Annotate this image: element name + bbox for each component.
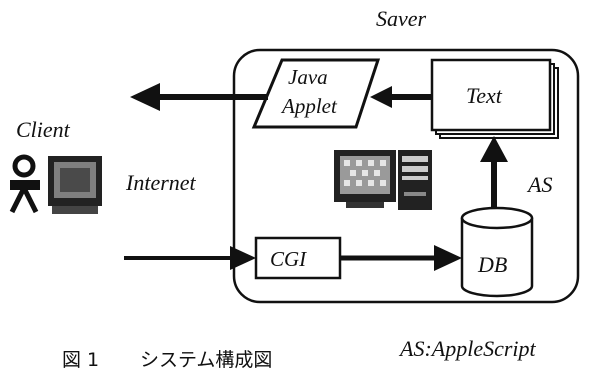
text-documents-label: Text xyxy=(466,83,503,108)
caption-number: 図 1 xyxy=(62,349,99,371)
arrow-head-db-to-text xyxy=(480,136,508,162)
caption-title: システム構成図 xyxy=(140,349,272,371)
arrow-head-to-client xyxy=(130,83,160,111)
arrow-head-to-cgi xyxy=(230,246,256,270)
arrow-head-text-to-applet xyxy=(370,86,392,108)
java-applet-label-line2: Applet xyxy=(280,94,338,118)
internet-label: Internet xyxy=(125,170,197,195)
as-label: AS xyxy=(526,172,552,197)
db-label: DB xyxy=(477,252,507,277)
client-label: Client xyxy=(16,117,71,142)
java-applet-label-line1: Java xyxy=(288,65,328,89)
db-cylinder-icon: DB xyxy=(460,206,534,298)
server-box xyxy=(232,48,580,304)
client-computer-icon xyxy=(48,156,102,214)
server-computer-icon xyxy=(334,150,432,210)
text-documents-node: Text xyxy=(430,58,559,139)
cgi-node: CGI xyxy=(254,236,342,280)
server-title: Saver xyxy=(376,6,427,31)
legend-text: AS:AppleScript xyxy=(398,336,537,361)
client-person-icon xyxy=(9,154,40,214)
java-applet-node: Java Applet xyxy=(251,58,381,129)
cgi-label: CGI xyxy=(270,247,307,271)
arrow-head-to-db xyxy=(434,245,462,271)
